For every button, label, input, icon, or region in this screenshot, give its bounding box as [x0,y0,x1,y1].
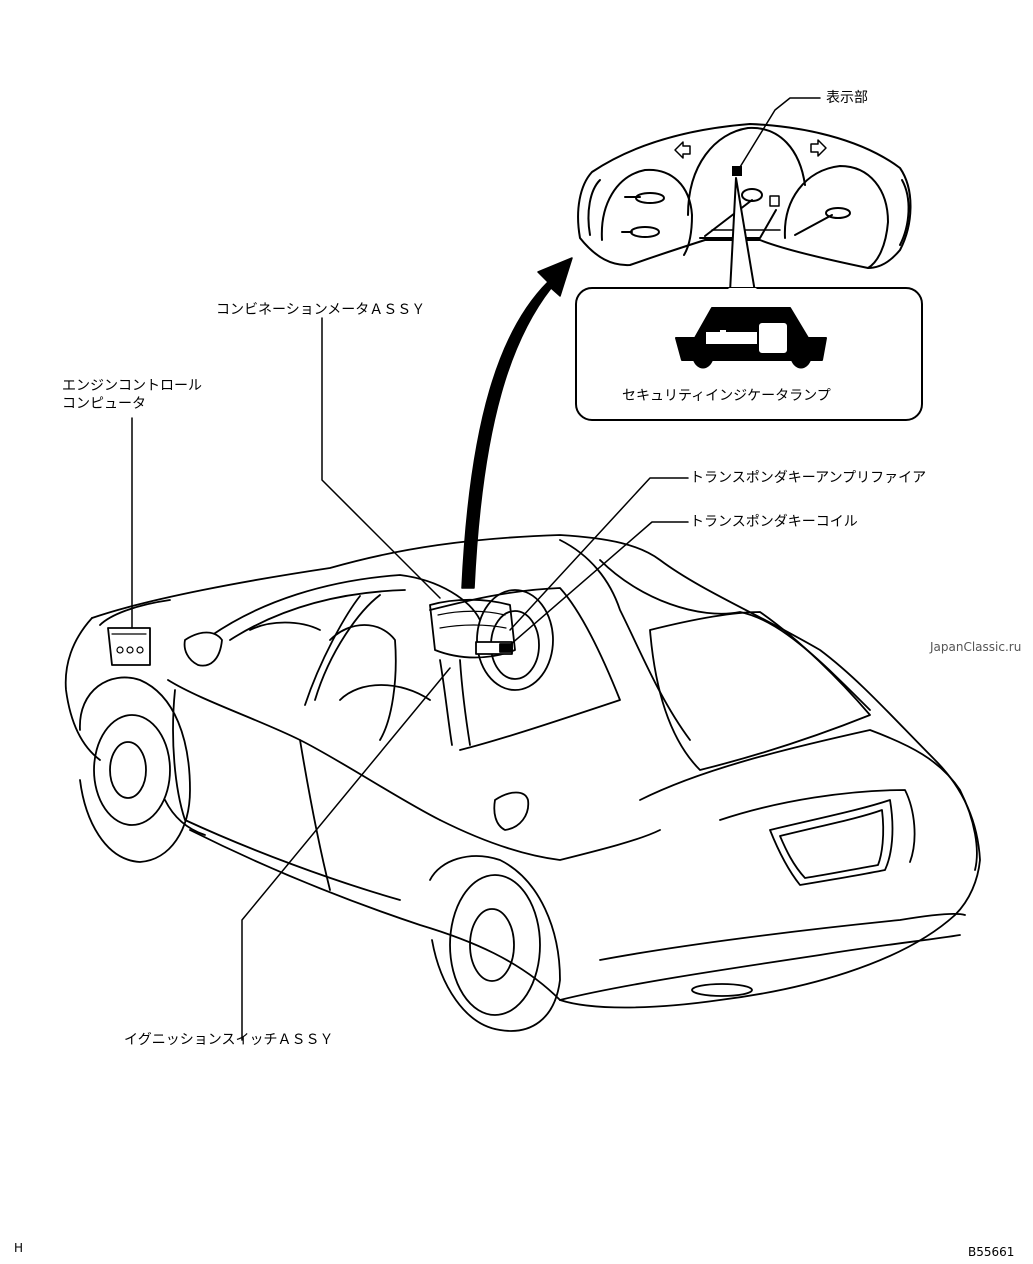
right-turn-arrow-icon [810,139,827,157]
car-illustration [64,534,981,1032]
security-lamp-label: セキュリティインジケータランプ [622,388,831,404]
display-section-leader [736,97,821,173]
display-section-label: 表示部 [826,90,868,106]
engine-computer-label-line1: エンジンコントロール [62,378,202,394]
combination-meter-illustration [577,123,912,269]
transponder-amplifier-label: トランスポンダキーアンプリファイア [690,470,927,486]
car-key-icon [675,307,827,369]
corner-letter: H [14,1241,24,1255]
figure-code: B55661 [968,1245,1015,1259]
combination-meter-label: コンビネーションメータＡＳＳＹ [216,302,426,318]
engine-computer-label-line2: コンピュータ [62,396,146,412]
ignition-switch-leader [241,667,451,1041]
left-turn-arrow-icon [674,141,691,159]
transponder-coil-leader [509,521,689,646]
transponder-coil-label: トランスポンダキーコイル [690,514,858,530]
transponder-amplifier-leader [509,477,689,631]
pointer-arrow [461,257,573,589]
leader-lines [131,317,689,1041]
ignition-switch-label: イグニッションスイッチＡＳＳＹ [124,1032,334,1048]
watermark: JapanClassic.ru [930,640,1022,654]
combination-meter-leader [321,317,441,599]
